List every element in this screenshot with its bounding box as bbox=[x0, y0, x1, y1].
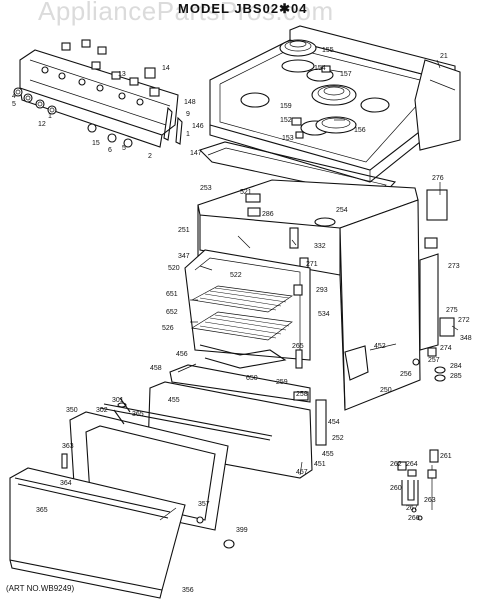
callout-347: 347 bbox=[178, 253, 190, 260]
callout-5b: 5 bbox=[122, 145, 126, 152]
callout-650: 650 bbox=[246, 375, 258, 382]
callout-274: 274 bbox=[440, 345, 452, 352]
callout-363: 363 bbox=[62, 443, 74, 450]
callout-365b: 365 bbox=[36, 507, 48, 514]
callout-5a: 5 bbox=[12, 101, 16, 108]
watermark: AppliancePartsPros.com bbox=[38, 0, 334, 26]
callout-271: 271 bbox=[306, 261, 318, 268]
callout-364: 364 bbox=[60, 480, 72, 487]
callout-284: 284 bbox=[450, 363, 462, 370]
callout-452: 452 bbox=[374, 343, 386, 350]
callout-350: 350 bbox=[66, 407, 78, 414]
callout-13: 13 bbox=[118, 71, 126, 78]
callout-520: 520 bbox=[168, 265, 180, 272]
callout-332: 332 bbox=[314, 243, 326, 250]
callout-454: 454 bbox=[328, 419, 340, 426]
callout-451: 451 bbox=[314, 461, 326, 468]
callout-267: 267 bbox=[406, 505, 418, 512]
callout-253: 253 bbox=[200, 185, 212, 192]
callout-2: 2 bbox=[148, 153, 152, 160]
oven-door bbox=[9, 453, 235, 599]
callout-259: 259 bbox=[276, 379, 288, 386]
callout-275: 275 bbox=[446, 307, 458, 314]
callout-156: 156 bbox=[354, 127, 366, 134]
callout-522: 522 bbox=[230, 272, 242, 279]
callout-6: 6 bbox=[108, 147, 112, 154]
backguard bbox=[289, 25, 461, 151]
model-title: MODEL JBS02✱04 bbox=[178, 1, 308, 16]
callout-262: 262 bbox=[390, 461, 402, 468]
callout-258: 258 bbox=[296, 391, 308, 398]
callout-457: 457 bbox=[296, 469, 308, 476]
callout-266: 266 bbox=[408, 515, 420, 522]
side-brackets bbox=[344, 189, 455, 382]
surface-units bbox=[279, 39, 357, 139]
callout-260: 260 bbox=[390, 485, 402, 492]
callout-348: 348 bbox=[460, 335, 472, 342]
callout-21: 21 bbox=[440, 53, 448, 60]
callout-301: 301 bbox=[112, 397, 124, 404]
callout-250: 250 bbox=[380, 387, 392, 394]
callout-286: 286 bbox=[262, 211, 274, 218]
callout-263: 263 bbox=[424, 497, 436, 504]
callout-365a: 365 bbox=[132, 411, 144, 418]
callout-146: 146 bbox=[192, 123, 204, 130]
callout-153: 153 bbox=[282, 135, 294, 142]
callout-256: 256 bbox=[400, 371, 412, 378]
callout-257: 257 bbox=[428, 357, 440, 364]
callout-651: 651 bbox=[166, 291, 178, 298]
callout-159: 159 bbox=[280, 103, 292, 110]
leader-lines bbox=[159, 59, 459, 521]
callout-4: 4 bbox=[12, 93, 16, 100]
callout-147: 147 bbox=[190, 150, 202, 157]
callout-357: 357 bbox=[198, 501, 210, 508]
callout-155: 155 bbox=[322, 47, 334, 54]
callout-1b: 1 bbox=[186, 131, 190, 138]
callout-526: 526 bbox=[162, 325, 174, 332]
control-knobs bbox=[13, 87, 133, 148]
callout-272: 272 bbox=[458, 317, 470, 324]
callout-252: 252 bbox=[332, 435, 344, 442]
callout-276: 276 bbox=[432, 175, 444, 182]
oven-cavity-racks bbox=[184, 249, 311, 369]
callout-285: 285 bbox=[450, 373, 462, 380]
callout-652: 652 bbox=[166, 309, 178, 316]
callout-521: 521 bbox=[240, 189, 252, 196]
terminal-parts bbox=[397, 449, 439, 521]
callout-labels: 4 5 12 1 15 6 5 2 13 14 148 9 146 1 147 … bbox=[12, 47, 472, 594]
callout-293: 293 bbox=[316, 287, 328, 294]
callout-261: 261 bbox=[440, 453, 452, 460]
infinite-switches bbox=[61, 39, 160, 97]
callout-264: 264 bbox=[406, 461, 418, 468]
callout-251: 251 bbox=[178, 227, 190, 234]
callout-152: 152 bbox=[280, 117, 292, 124]
callout-273: 273 bbox=[448, 263, 460, 270]
callout-455b: 455 bbox=[322, 451, 334, 458]
callout-157: 157 bbox=[340, 71, 352, 78]
callout-254: 254 bbox=[336, 207, 348, 214]
callout-455a: 455 bbox=[168, 397, 180, 404]
callout-1: 1 bbox=[48, 113, 52, 120]
callout-9: 9 bbox=[186, 111, 190, 118]
callout-14: 14 bbox=[162, 65, 170, 72]
callout-265: 265 bbox=[292, 343, 304, 350]
callout-356: 356 bbox=[182, 587, 194, 594]
callout-399: 399 bbox=[236, 527, 248, 534]
callout-302: 302 bbox=[96, 407, 108, 414]
callout-148: 148 bbox=[184, 99, 196, 106]
callout-534: 534 bbox=[318, 311, 330, 318]
control-panel bbox=[19, 49, 179, 148]
art-number: (ART NO.WB9249) bbox=[6, 584, 75, 593]
callout-15: 15 bbox=[92, 140, 100, 147]
callout-458: 458 bbox=[150, 365, 162, 372]
callout-154: 154 bbox=[314, 65, 326, 72]
callout-12: 12 bbox=[38, 121, 46, 128]
callout-456: 456 bbox=[176, 351, 188, 358]
